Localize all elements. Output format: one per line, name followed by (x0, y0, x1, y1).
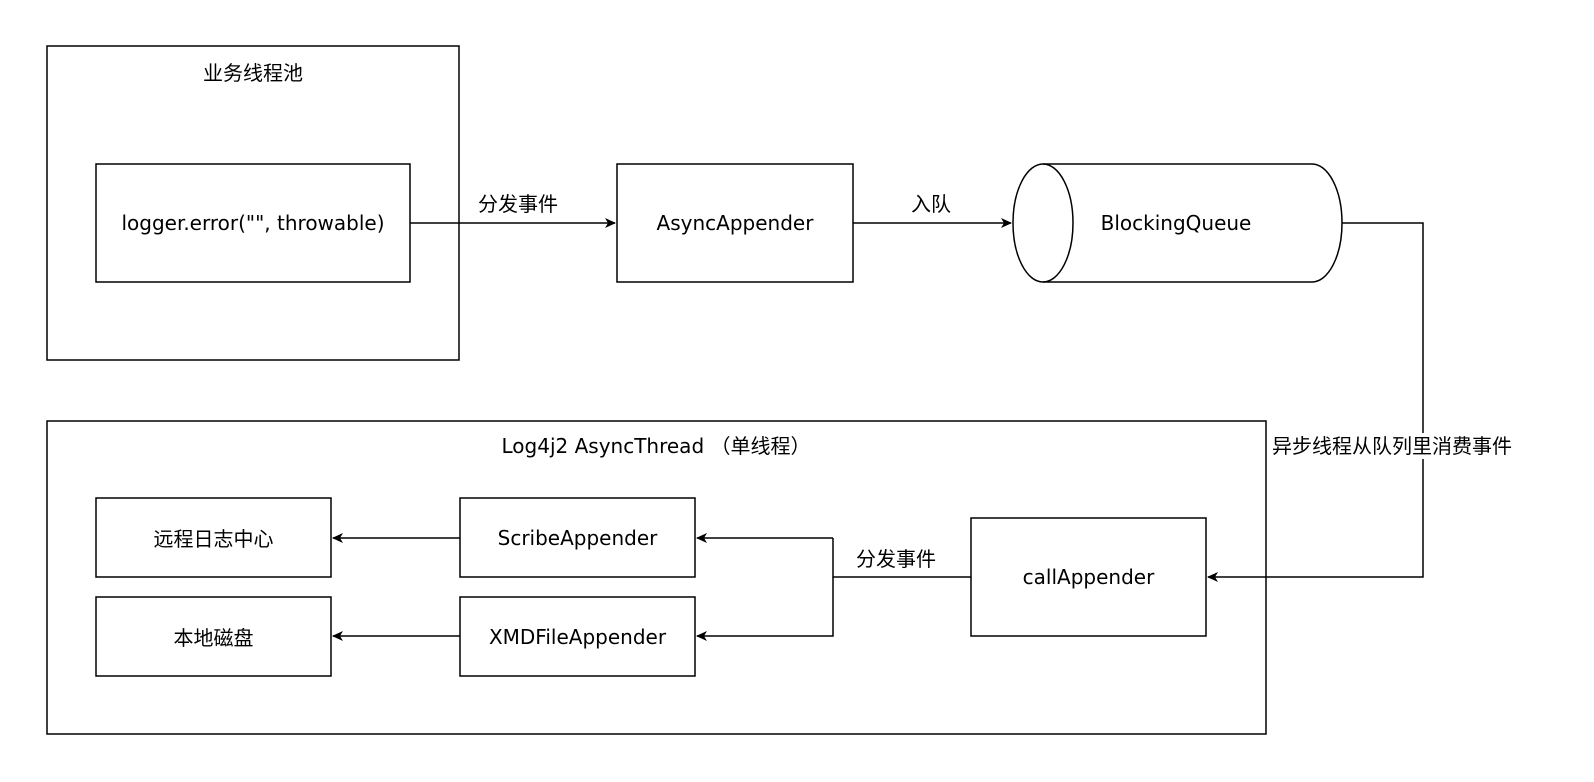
remote-log-center-node (95, 497, 332, 578)
xmd-file-appender-node (459, 596, 696, 677)
scribe-appender-node (459, 497, 696, 578)
edge-label-consume: 异步线程从队列里消费事件 (1272, 433, 1512, 459)
edge-label-dispatch-bottom: 分发事件 (856, 547, 936, 571)
edge-consume (1207, 222, 1424, 582)
edge-label-dispatch-top: 分发事件 (478, 192, 558, 216)
scribe-appender-label: ScribeAppender (497, 525, 658, 550)
async-appender-label: AsyncAppender (656, 211, 814, 235)
call-appender-node (970, 517, 1207, 637)
call-appender-label: callAppender (1022, 565, 1155, 589)
blocking-queue-cylinder (1012, 163, 1343, 283)
business-pool-title: 业务线程池 (203, 61, 303, 85)
edge-to-xmd (696, 577, 834, 641)
logger-call-label: logger.error("", throwable) (121, 211, 385, 235)
async-appender-node (616, 163, 854, 283)
async-thread-title: Log4j2 AsyncThread （单线程） (501, 434, 811, 458)
business-thread-pool-container (46, 45, 460, 361)
logger-call-node (95, 163, 411, 283)
xmd-file-appender-label: XMDFileAppender (488, 624, 667, 649)
remote-log-center-label: 远程日志中心 (153, 527, 274, 551)
edge-label-enqueue: 入队 (911, 192, 951, 216)
local-disk-label: 本地磁盘 (173, 626, 254, 650)
blocking-queue-label: BlockingQueue (1100, 211, 1252, 235)
local-disk-node (95, 596, 332, 677)
